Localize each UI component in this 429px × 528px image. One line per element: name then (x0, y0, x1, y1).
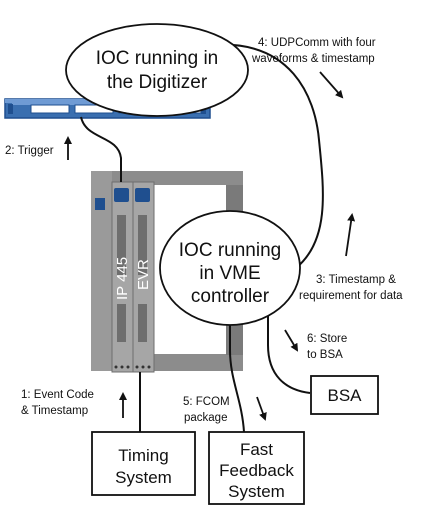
step1-line2: & Timestamp (21, 405, 88, 417)
step5-line2: package (184, 412, 227, 424)
step1-line1: 1: Event Code (21, 389, 94, 401)
arrow-fcom (256, 396, 267, 421)
arrow-timestamp-req (345, 213, 356, 257)
arrows (64, 71, 356, 421)
bsa-node: BSA (310, 375, 379, 415)
annotations: 4: UDPComm with four waveforms & timesta… (5, 37, 403, 424)
step6-line1: 6: Store (307, 333, 347, 345)
evr-card-label: EVR (135, 259, 152, 290)
trigger-cable (80, 116, 122, 182)
ip445-card-label: IP 445 (114, 257, 131, 300)
ioc-vme-line3: controller (191, 286, 270, 307)
arrow-store-bsa (284, 329, 299, 352)
step2-line1: 2: Trigger (5, 145, 54, 157)
fcom-link (229, 312, 245, 433)
ioc-digitizer-line2: the Digitizer (107, 72, 208, 93)
timing-line2: System (115, 468, 172, 487)
ioc-vme-node: IOC running in VME controller (159, 210, 301, 326)
ff-line1: Fast (240, 440, 273, 459)
step3-line1: 3: Timestamp & (316, 274, 396, 286)
ioc-digitizer-node: IOC running in the Digitizer (65, 23, 249, 117)
step5-line1: 5: FCOM (183, 396, 230, 408)
ioc-vme-line2: in VME (199, 263, 260, 284)
ff-line2: Feedback (219, 461, 294, 480)
ioc-digitizer-line1: IOC running in (96, 48, 219, 69)
connections (80, 43, 324, 433)
step4-line1: 4: UDPComm with four (258, 37, 376, 49)
bsa-link (267, 312, 311, 394)
step4-line2: waveforms & timestamp (251, 53, 375, 65)
fast-feedback-node: Fast Feedback System (208, 431, 305, 505)
timing-line1: Timing (118, 446, 168, 465)
timing-system-node: Timing System (91, 431, 196, 496)
udp-link (213, 43, 324, 269)
step3-line2: requirement for data (299, 290, 403, 302)
arrow-udp (319, 71, 344, 99)
bsa-label: BSA (327, 386, 362, 405)
ff-line3: System (228, 482, 285, 501)
step6-line2: to BSA (307, 349, 343, 361)
ioc-vme-line1: IOC running (179, 240, 281, 261)
